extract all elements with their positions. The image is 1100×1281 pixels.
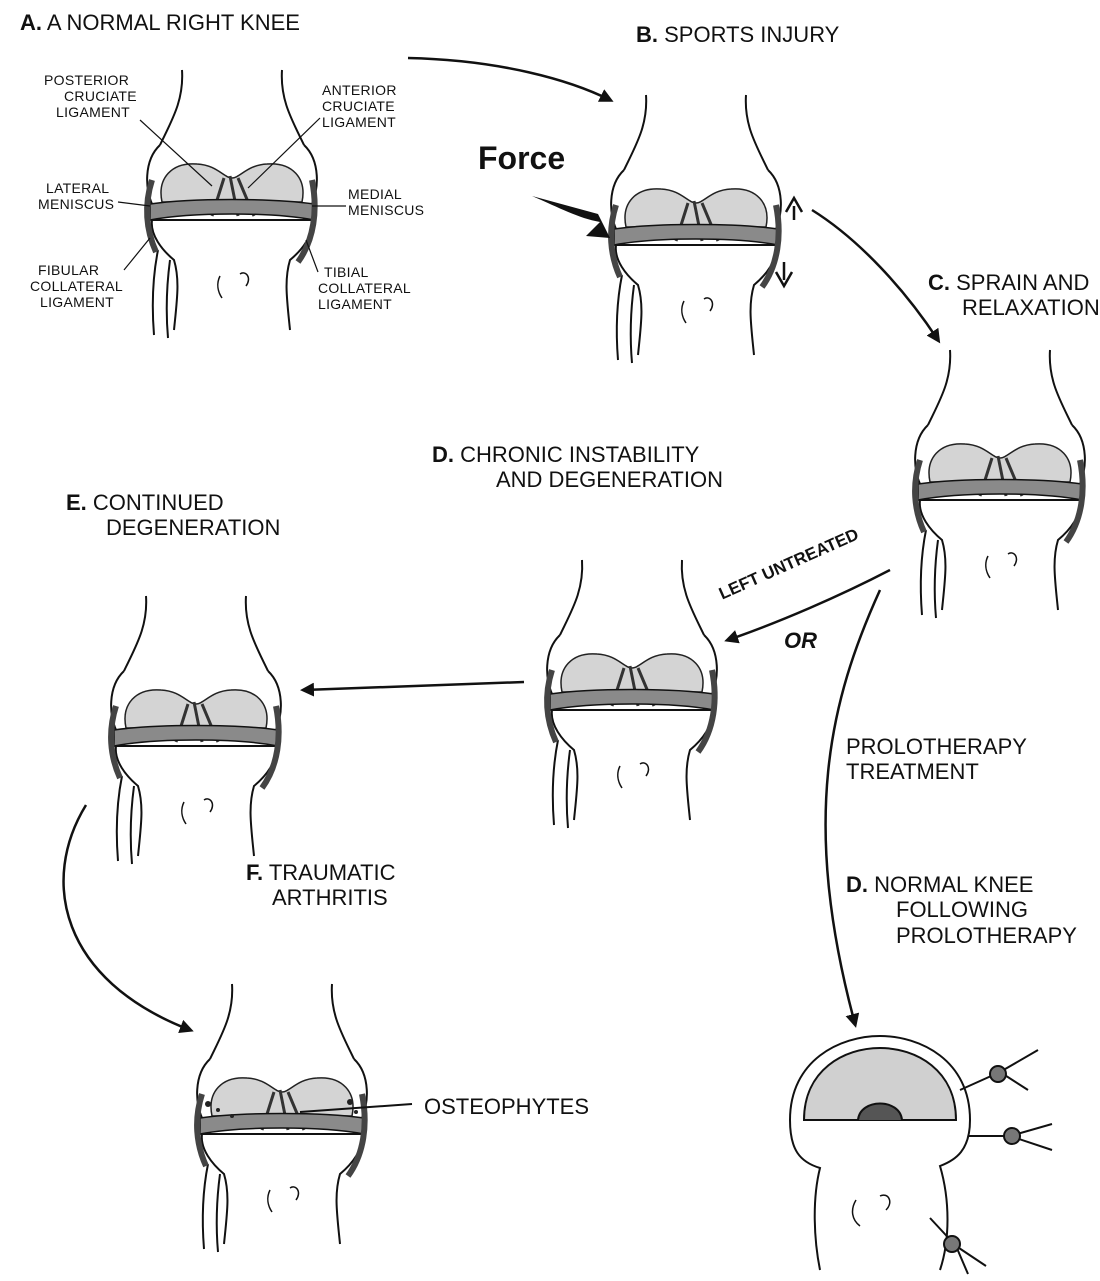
panel-d2-letter: D. <box>846 872 868 897</box>
label-acl-line2: cruciate <box>322 98 397 114</box>
label-pcl: Posterior cruciate ligament <box>44 72 137 120</box>
arrow-e-to-f <box>64 805 190 1030</box>
panel-d2-line2: following <box>846 897 1077 922</box>
knee-d-illustration <box>547 560 717 828</box>
label-fibular-line1: Fibular <box>30 262 123 278</box>
arrow-c-to-prolo <box>826 590 880 1024</box>
panel-f-line2: arthritis <box>246 885 396 910</box>
panel-d2-line3: Prolotherapy <box>846 923 1077 948</box>
panel-d1-line2: and degeneration <box>432 467 723 492</box>
label-lateral-line2: meniscus <box>38 196 114 212</box>
panel-d2-title: D. Normal knee following Prolotherapy <box>846 872 1077 948</box>
prolotherapy-label: Prolotherapy Treatment <box>846 734 1027 785</box>
label-pcl-line3: ligament <box>44 104 137 120</box>
panel-e-line2: degeneration <box>66 515 280 540</box>
panel-c-letter: C. <box>928 270 950 295</box>
panel-a-title: A. A normal right knee <box>20 10 300 35</box>
knee-prolo-illustration <box>790 1036 970 1270</box>
panel-b-text: Sports Injury <box>664 22 839 47</box>
force-label: Force <box>478 140 565 177</box>
panel-e-letter: E. <box>66 490 87 515</box>
panel-f-line1: Traumatic <box>269 860 396 885</box>
force-arrow <box>532 196 610 238</box>
label-lateral-meniscus: Lateral meniscus <box>38 180 114 212</box>
label-tibial-collateral: Tibial collateral ligament <box>318 264 411 312</box>
panel-d1-line1: Chronic instability <box>460 442 699 467</box>
label-fibular-line3: ligament <box>30 294 123 310</box>
panel-b-letter: B. <box>636 22 658 47</box>
panel-a-text: A normal right knee <box>47 10 300 35</box>
arrow-b-to-c <box>812 210 938 340</box>
label-tibial-line1: Tibial <box>318 264 411 280</box>
panel-b-title: B. Sports Injury <box>636 22 839 47</box>
label-acl-line3: ligament <box>322 114 397 130</box>
label-acl: Anterior cruciate ligament <box>322 82 397 130</box>
panel-e-line1: Continued <box>93 490 224 515</box>
knee-c-illustration <box>915 350 1085 618</box>
panel-f-letter: F. <box>246 860 263 885</box>
panel-c-line1: Sprain and <box>956 270 1089 295</box>
knee-f-illustration <box>197 984 367 1252</box>
panel-d2-line1: Normal knee <box>874 872 1033 897</box>
label-tibial-line2: collateral <box>318 280 411 296</box>
label-lateral-line1: Lateral <box>38 180 114 196</box>
label-medial-line2: meniscus <box>348 202 424 218</box>
panel-d1-letter: D. <box>432 442 454 467</box>
panel-a-letter: A. <box>20 10 42 35</box>
label-fibular-collateral: Fibular collateral ligament <box>30 262 123 310</box>
prolotherapy-line2: Treatment <box>846 759 1027 784</box>
panel-c-title: C. Sprain and relaxation <box>928 270 1100 321</box>
knee-e-illustration <box>111 596 281 864</box>
osteophytes-label: Osteophytes <box>424 1094 589 1119</box>
knee-b-illustration <box>611 95 781 363</box>
label-pcl-line2: cruciate <box>44 88 137 104</box>
panel-c-line2: relaxation <box>928 295 1100 320</box>
label-tibial-line3: ligament <box>318 296 411 312</box>
label-medial-meniscus: Medial meniscus <box>348 186 424 218</box>
label-fibular-line2: collateral <box>30 278 123 294</box>
or-label: OR <box>784 628 817 653</box>
prolotherapy-line1: Prolotherapy <box>846 734 1027 759</box>
panel-f-title: F. Traumatic arthritis <box>246 860 396 911</box>
arrow-d-to-e <box>304 682 524 690</box>
knee-a-illustration <box>147 70 317 338</box>
label-medial-line1: Medial <box>348 186 424 202</box>
label-pcl-line1: Posterior <box>44 72 137 88</box>
panel-d1-title: D. Chronic instability and degeneration <box>432 442 723 493</box>
arrow-a-to-b <box>408 58 610 100</box>
panel-e-title: E. Continued degeneration <box>66 490 280 541</box>
label-acl-line1: Anterior <box>322 82 397 98</box>
